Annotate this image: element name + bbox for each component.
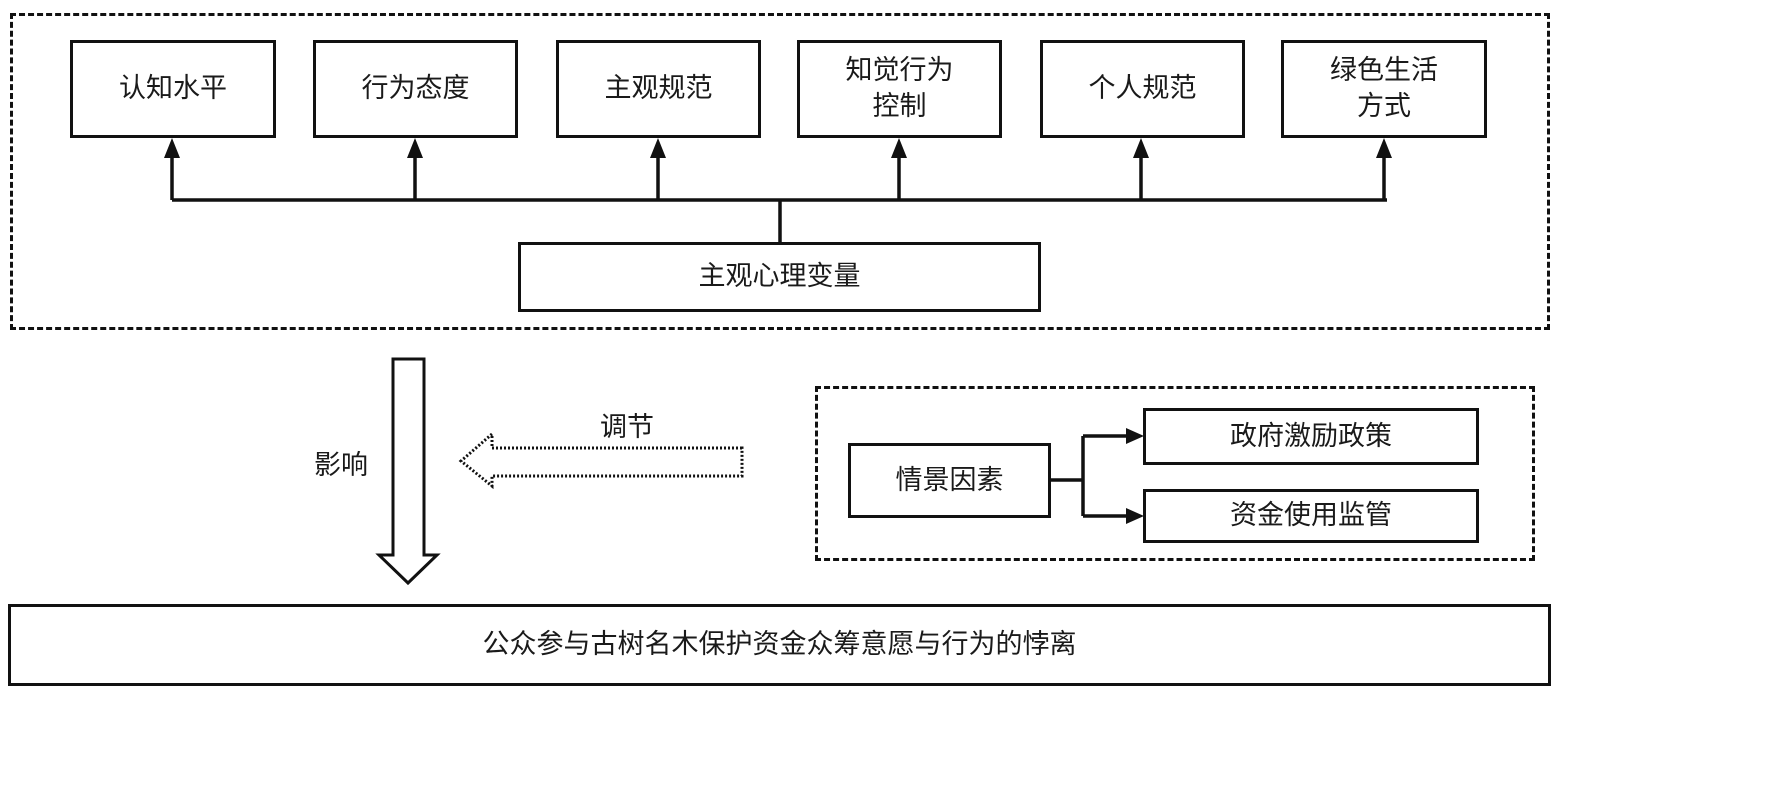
factor-label: 认知水平 [119, 73, 227, 104]
gov-incentive-box: 政府激励政策 [1143, 408, 1479, 465]
factor-box-green-lifestyle: 绿色生活 方式 [1281, 40, 1487, 138]
factor-box-cognition: 认知水平 [70, 40, 276, 138]
arrowhead-icon [1126, 508, 1144, 524]
factor-box-subjective-norm: 主观规范 [556, 40, 761, 138]
arrowhead-icon [1133, 138, 1149, 158]
influence-arrow-icon [375, 357, 441, 586]
situational-factors-box: 情景因素 [848, 443, 1051, 518]
gov-incentive-label: 政府激励政策 [1230, 420, 1392, 452]
root-label: 主观心理变量 [698, 261, 861, 292]
outcome-label: 公众参与古树名木保护资金众筹意愿与行为的悖离 [482, 629, 1077, 660]
factor-label: 主观规范 [604, 73, 713, 104]
arrowhead-icon [891, 138, 907, 158]
arrowhead-icon [1126, 428, 1144, 444]
outcome-box: 公众参与古树名木保护资金众筹意愿与行为的悖离 [8, 604, 1551, 686]
fund-supervision-label: 资金使用监管 [1230, 500, 1392, 531]
moderation-arrow-icon [458, 430, 744, 490]
factor-label: 行为态度 [361, 73, 470, 104]
influence-label: 影响 [314, 450, 368, 481]
situational-root-label: 情景因素 [895, 464, 1004, 496]
subjective-variables-group [10, 13, 1550, 330]
factor-box-perceived-control: 知觉行为 控制 [797, 40, 1002, 138]
factor-label: 个人规范 [1088, 73, 1197, 104]
fund-supervision-box: 资金使用监管 [1143, 489, 1479, 543]
moderation-label: 调节 [600, 412, 654, 443]
subjective-psychology-box: 主观心理变量 [518, 242, 1041, 312]
factor-label: 知觉行为 控制 [845, 55, 954, 122]
arrowhead-icon [1376, 138, 1392, 158]
arrowhead-icon [650, 138, 666, 158]
situational-factors-group [815, 386, 1535, 561]
factor-box-attitude: 行为态度 [313, 40, 518, 138]
arrowhead-icon [407, 138, 423, 158]
factor-box-personal-norm: 个人规范 [1040, 40, 1245, 138]
factor-label: 绿色生活 方式 [1330, 55, 1438, 122]
arrowhead-icon [164, 138, 180, 158]
